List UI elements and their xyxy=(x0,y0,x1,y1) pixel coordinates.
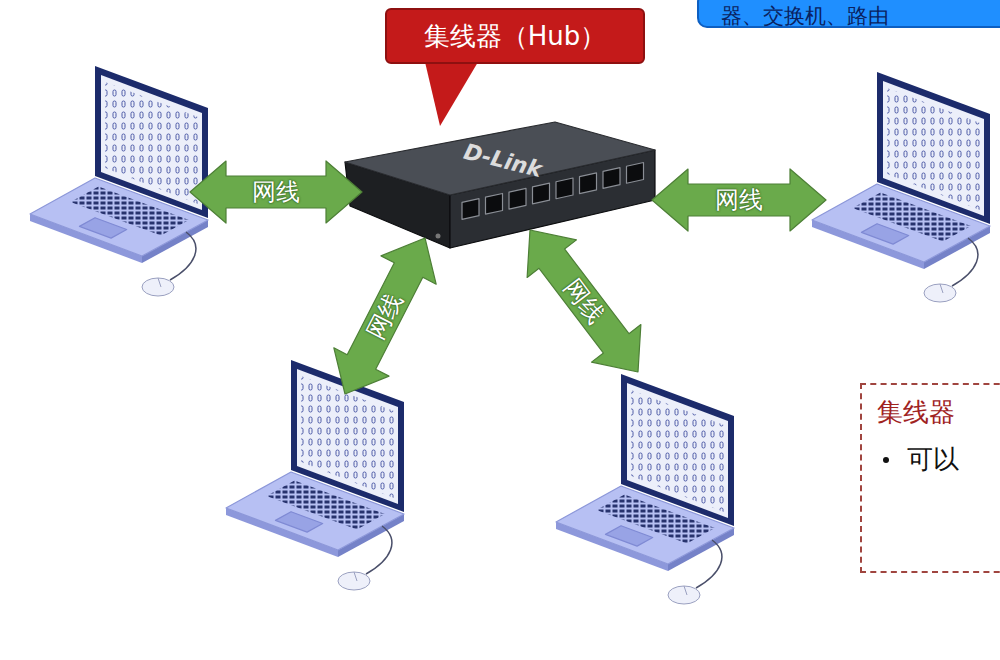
cable-label: 网线 xyxy=(363,289,406,343)
mouse-button xyxy=(158,278,161,287)
screen-texture xyxy=(631,390,724,512)
laptop-lid xyxy=(877,72,990,224)
laptop-computer xyxy=(226,360,404,590)
screen-texture xyxy=(301,376,394,498)
callout-box: 集线器（Hub） xyxy=(385,8,645,64)
mouse-cable xyxy=(952,238,978,286)
screen-texture xyxy=(105,82,198,204)
cable-arrow xyxy=(652,169,826,231)
ethernet-port xyxy=(486,193,503,214)
computer-mouse xyxy=(924,284,956,302)
hub-top xyxy=(345,122,655,195)
node-label: 集线器（Hub） xyxy=(424,19,607,54)
computer-mouse xyxy=(668,586,700,604)
node-label: 器、交换机、路由 xyxy=(721,2,1000,30)
callout-tail xyxy=(425,62,478,126)
laptop-lid xyxy=(621,374,734,526)
bullet-dot xyxy=(883,457,889,463)
laptop-screen xyxy=(883,81,984,216)
laptop-computer xyxy=(30,66,208,296)
ethernet-port xyxy=(627,163,644,184)
ethernet-port xyxy=(509,188,526,209)
ethernet-port xyxy=(580,173,597,194)
laptop-screen xyxy=(627,383,728,518)
mouse-cable xyxy=(170,232,196,280)
screen-texture xyxy=(887,88,980,210)
ethernet-port xyxy=(533,183,550,204)
mouse-button xyxy=(940,284,943,293)
mouse-button xyxy=(354,572,357,581)
ethernet-port xyxy=(462,199,479,220)
cable-label: 网线 xyxy=(715,188,763,212)
cable-label: 网线 xyxy=(252,180,300,204)
laptop-screen xyxy=(101,75,202,210)
cable-arrow xyxy=(527,230,641,372)
cable-arrow xyxy=(190,161,362,223)
note-bullet-text: 可以 xyxy=(877,442,1000,477)
laptop-lid xyxy=(95,66,208,218)
laptop-touchpad xyxy=(605,526,652,546)
note-heading: 集线器 xyxy=(877,395,1000,430)
computer-mouse xyxy=(338,572,370,590)
ethernet-port xyxy=(603,168,620,189)
laptop-computer xyxy=(812,72,990,302)
laptop-computer xyxy=(556,374,734,604)
note-box: 集线器可以 xyxy=(860,383,1000,573)
topic-banner: 器、交换机、路由 xyxy=(697,0,1000,28)
laptop-touchpad xyxy=(275,512,322,532)
mouse-button xyxy=(684,586,687,595)
laptop-touchpad xyxy=(79,218,126,238)
hub-device xyxy=(345,122,655,248)
mouse-cable xyxy=(366,526,392,574)
ethernet-port xyxy=(556,178,573,199)
mouse-cable xyxy=(696,540,722,588)
power-led xyxy=(436,234,441,239)
laptop-touchpad xyxy=(861,224,908,244)
cable-arrow xyxy=(334,238,436,394)
computer-mouse xyxy=(142,278,174,296)
